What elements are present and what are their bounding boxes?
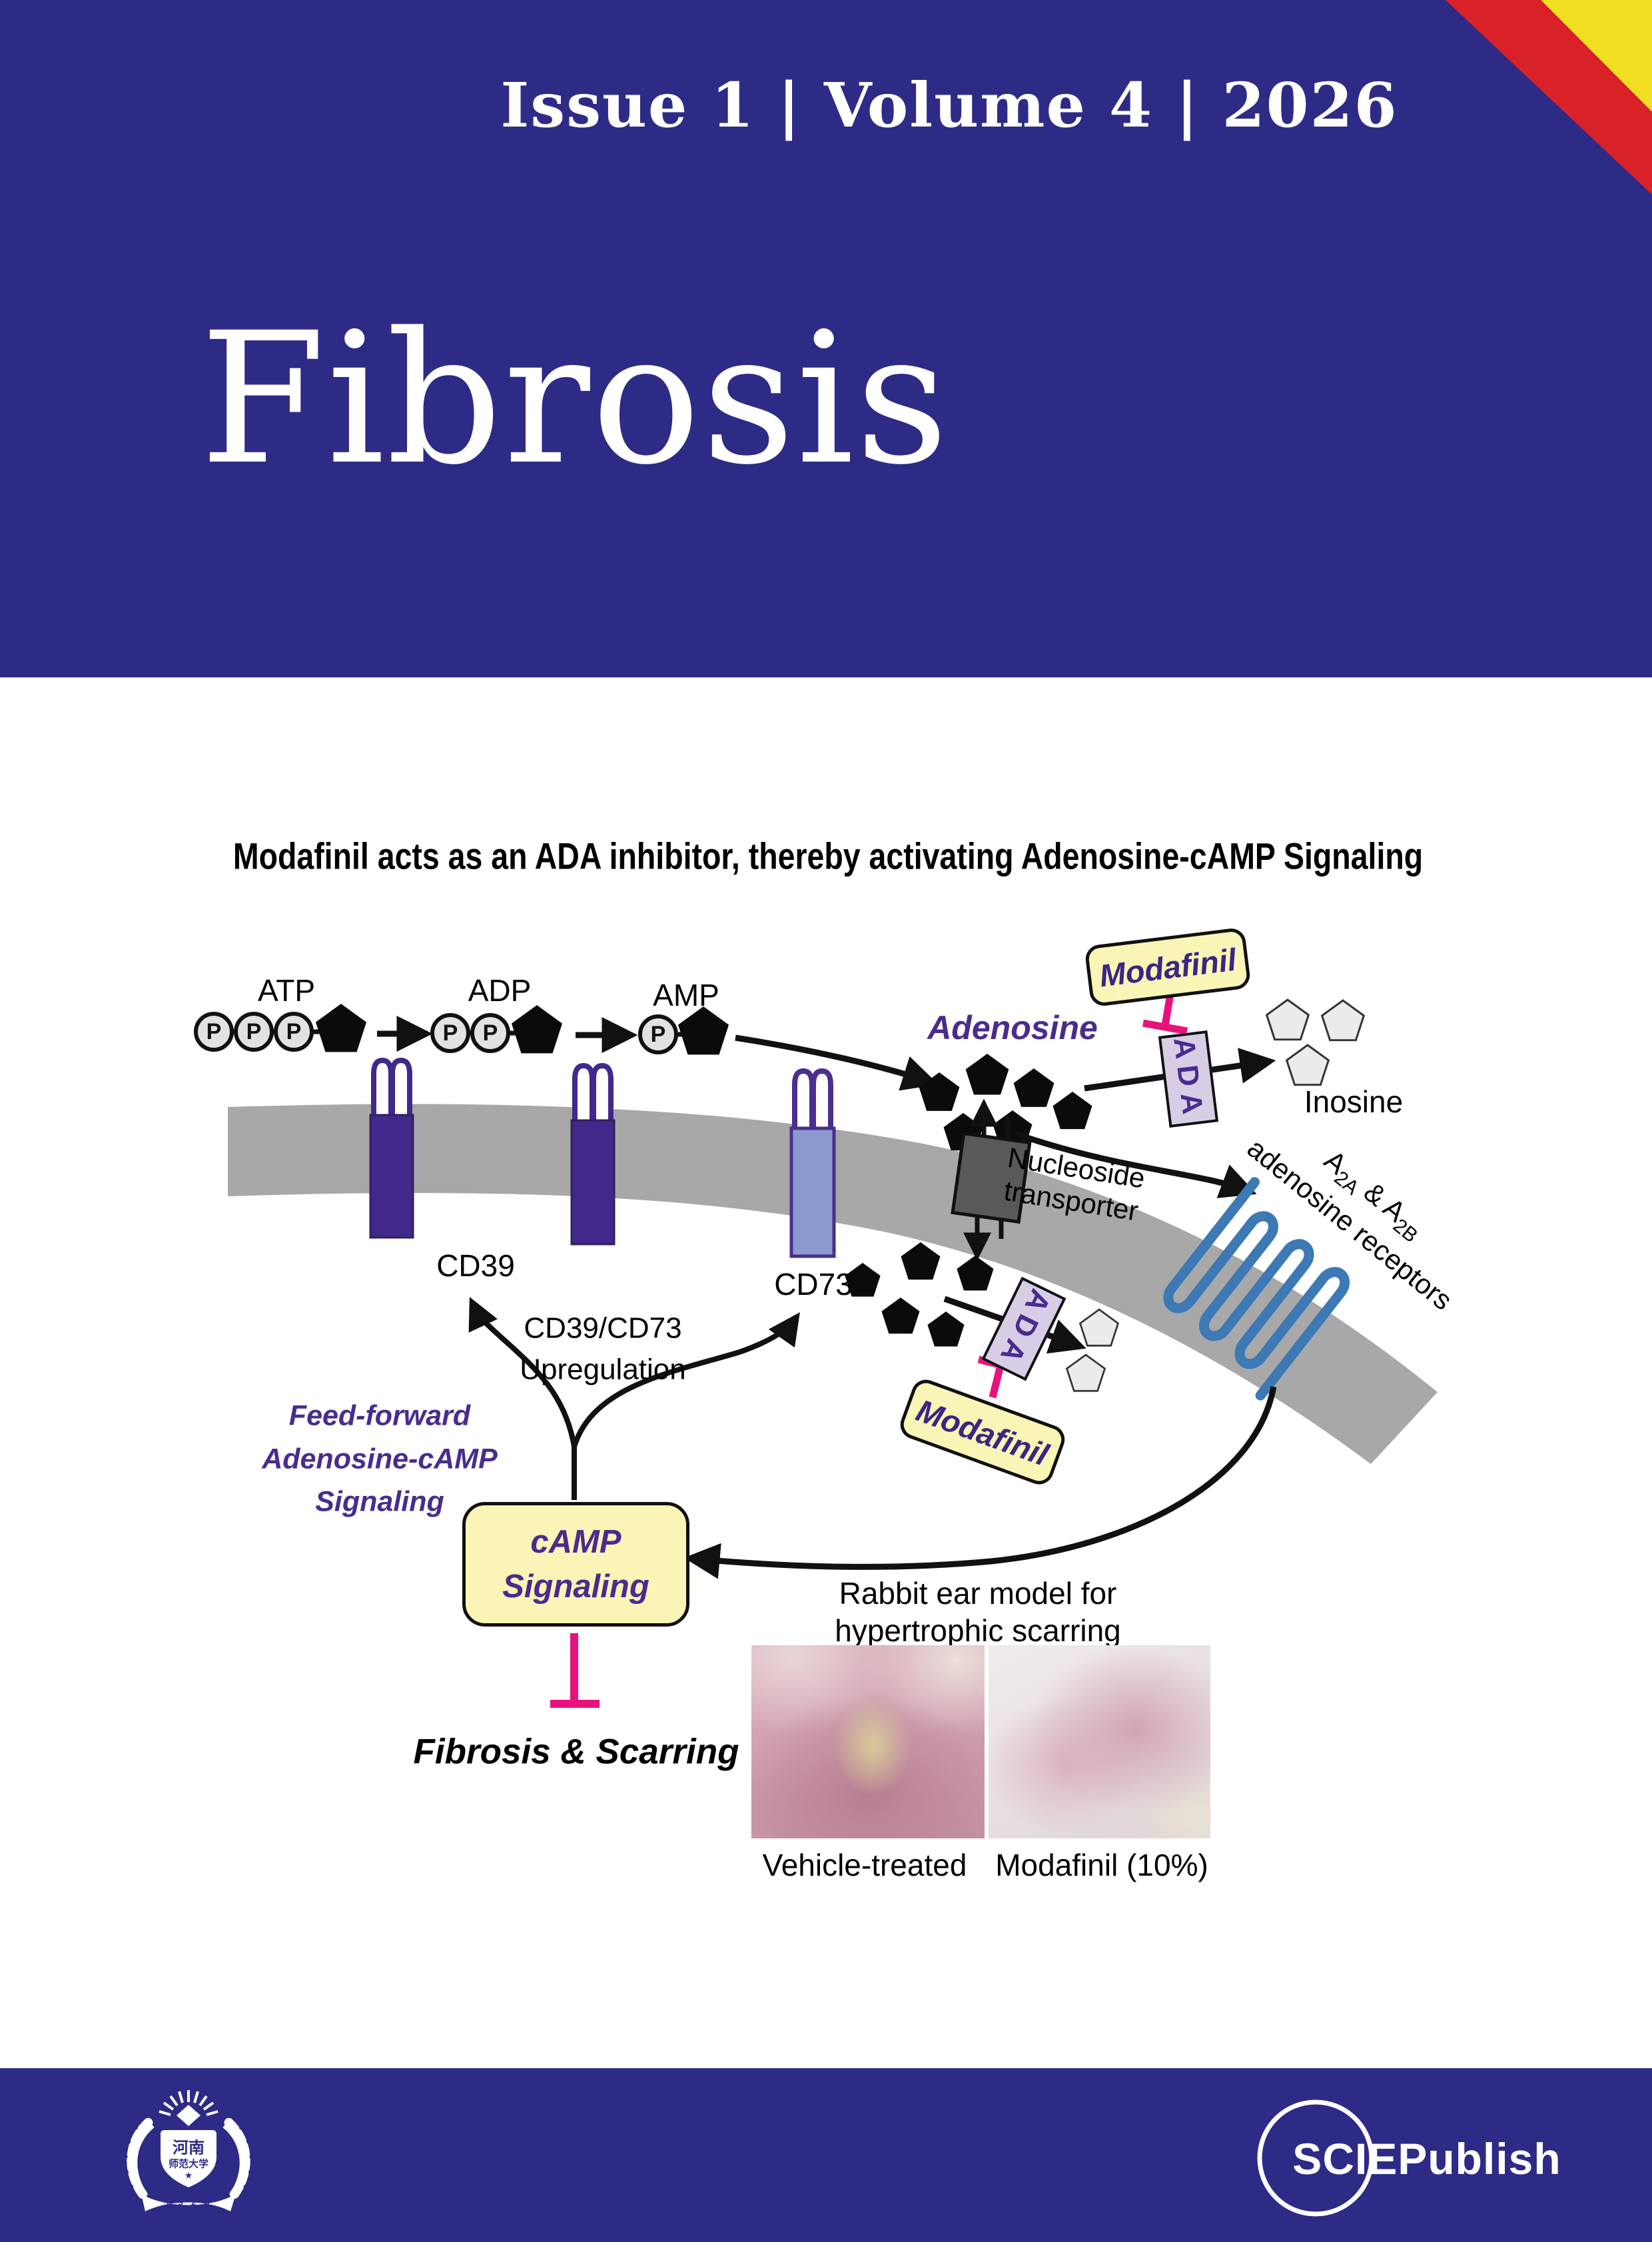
phosphate-icon: P bbox=[430, 1013, 470, 1053]
rabbit-model-caption: Rabbit ear model for hypertrophic scarri… bbox=[835, 1575, 1121, 1648]
modafinil-box-intracellular: Modafinil bbox=[896, 1375, 1069, 1489]
diagram-title: Modafinil acts as an ADA inhibitor, ther… bbox=[232, 835, 1424, 877]
ada-enzyme-box-extracellular: ADA bbox=[1158, 1030, 1219, 1128]
emblem-book-icon bbox=[177, 2105, 201, 2126]
cover-header-band bbox=[0, 0, 1652, 677]
nucleoside-transporter bbox=[951, 1098, 1032, 1261]
cd73-transporter bbox=[789, 1068, 836, 1258]
ada-enzyme-box-intracellular: ADA bbox=[981, 1276, 1066, 1381]
phosphate-icon: P bbox=[194, 1012, 234, 1052]
emblem-sunburst bbox=[159, 2090, 218, 2116]
cd39-transporter-1 bbox=[369, 1057, 414, 1239]
emblem-name-bottom: 师范大学 bbox=[168, 2158, 209, 2170]
emblem-ribbon bbox=[141, 2194, 236, 2211]
conversion-arrows bbox=[377, 1016, 939, 1091]
phosphate-icon: P bbox=[638, 1014, 678, 1054]
camp-signaling-box: cAMP Signaling bbox=[462, 1502, 689, 1627]
nucleoside-transporter-label: Nucleoside transporter bbox=[1002, 1141, 1148, 1227]
feed-forward-arrows bbox=[468, 1297, 800, 1500]
receptor-to-camp-arrow bbox=[683, 1386, 1277, 1579]
vehicle-treated-photo bbox=[751, 1645, 985, 1838]
modafinil-box-extracellular: Modafinil bbox=[1084, 927, 1252, 1008]
publisher-logo: SCIEPublish bbox=[1292, 2134, 1561, 2183]
phosphate-icon: P bbox=[274, 1012, 314, 1052]
feed-forward-label: Feed-forward Adenosine-cAMP Signaling bbox=[262, 1399, 498, 1518]
cd39-label: CD39 bbox=[436, 1248, 515, 1283]
phosphate-icon: P bbox=[470, 1013, 510, 1053]
amp-label: AMP bbox=[653, 978, 719, 1012]
vehicle-photo-label: Vehicle-treated bbox=[762, 1848, 967, 1882]
emblem-shield bbox=[161, 2130, 216, 2187]
journal-title: Fibrosis bbox=[200, 294, 950, 505]
inosine-label: Inosine bbox=[1304, 1084, 1404, 1119]
emblem-wreath bbox=[127, 2115, 250, 2199]
cell-membrane bbox=[228, 1104, 1438, 1464]
university-emblem bbox=[127, 2090, 250, 2211]
cd39-transporter-2 bbox=[570, 1062, 616, 1246]
publisher-ring-icon bbox=[1257, 2099, 1374, 2217]
phosphate-icon: P bbox=[234, 1012, 274, 1052]
adenosine-to-receptor-arrow bbox=[1014, 1130, 1257, 1198]
fibrosis-scarring-label: Fibrosis & Scarring bbox=[413, 1732, 739, 1772]
adenosine-receptor-coil bbox=[1163, 1177, 1350, 1401]
modafinil-photo-label: Modafinil (10%) bbox=[995, 1848, 1208, 1882]
receptor-label: A2A & A2B adenosine receptors bbox=[1241, 1132, 1459, 1316]
adp-label: ADP bbox=[468, 973, 532, 1008]
atp-label: ATP bbox=[257, 973, 316, 1008]
issue-volume-year: Issue 1 | Volume 4 | 2026 bbox=[500, 69, 1398, 141]
cd73-label: CD73 bbox=[774, 1267, 853, 1302]
emblem-year: 1 9 2 3 bbox=[165, 2197, 212, 2207]
adenosine-label: Adenosine bbox=[927, 1009, 1098, 1046]
cover-footer-band bbox=[0, 2068, 1652, 2242]
emblem-name-top: 河南 bbox=[173, 2139, 205, 2157]
corner-ribbon bbox=[1446, 0, 1652, 194]
emblem-star-icon: ★ bbox=[185, 2171, 193, 2180]
upregulation-label: CD39/CD73 Upregulation bbox=[520, 1311, 686, 1385]
modafinil-treated-photo bbox=[989, 1645, 1210, 1838]
